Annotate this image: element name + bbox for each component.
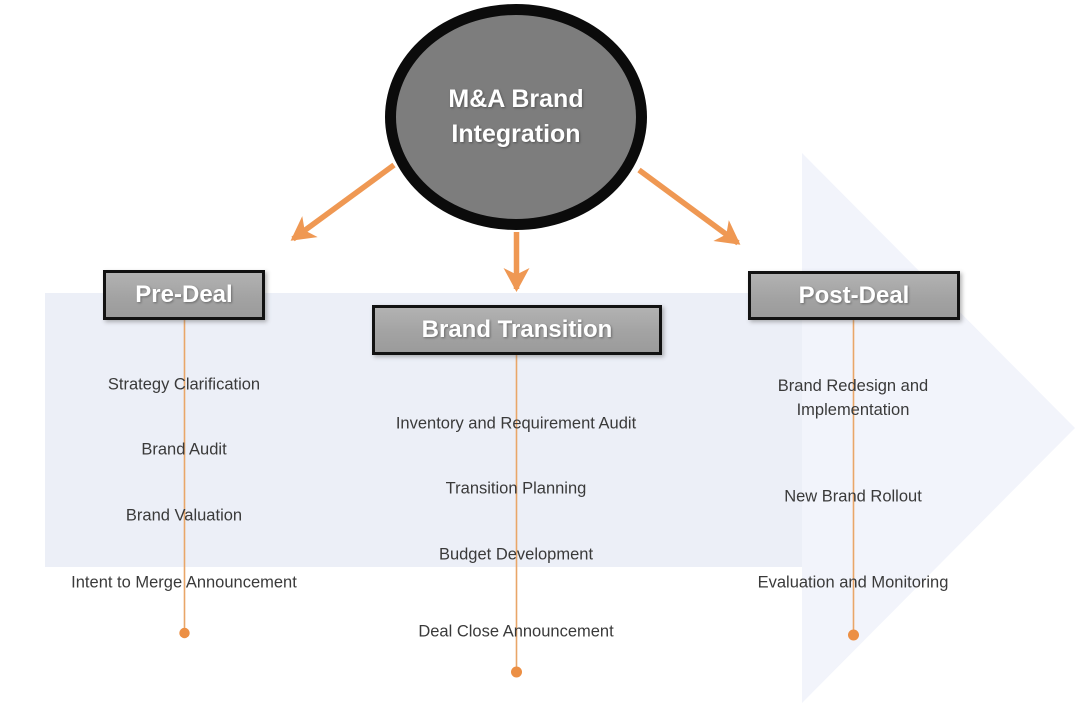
background-arrow-head — [802, 153, 1075, 703]
list-item: Budget Development — [438, 545, 594, 564]
column-header-label: Pre-Deal — [135, 281, 233, 308]
list-item: New Brand Rollout — [784, 487, 922, 506]
list-item: Strategy Clarification — [107, 375, 261, 394]
list-item: Brand Valuation — [125, 506, 243, 525]
column-header-label: Post-Deal — [798, 281, 910, 309]
timeline-dot-brand-transition — [511, 666, 522, 678]
column-header-brand-transition: Brand Transition — [372, 305, 662, 355]
list-item: Brand Audit — [141, 440, 227, 459]
list-item: Inventory and Requirement Audit — [395, 414, 637, 433]
column-header-label: Brand Transition — [421, 316, 613, 343]
list-item: Intent to Merge Announcement — [71, 573, 297, 592]
arrow-connector-right — [637, 167, 741, 246]
arrow-connector-left — [290, 162, 396, 242]
list-item: Evaluation and Monitoring — [757, 573, 949, 592]
central-node: M&A Brand Integration — [385, 4, 647, 230]
timeline-dot-post-deal — [848, 629, 859, 641]
list-item: Deal Close Announcement — [418, 622, 614, 641]
column-header-pre-deal: Pre-Deal — [103, 270, 265, 320]
timeline-dot-pre-deal — [179, 627, 190, 639]
list-item: Transition Planning — [445, 479, 587, 498]
column-header-post-deal: Post-Deal — [748, 271, 960, 320]
list-item: Brand Redesign and Implementation — [777, 377, 929, 419]
central-node-title: M&A Brand Integration — [448, 84, 584, 149]
